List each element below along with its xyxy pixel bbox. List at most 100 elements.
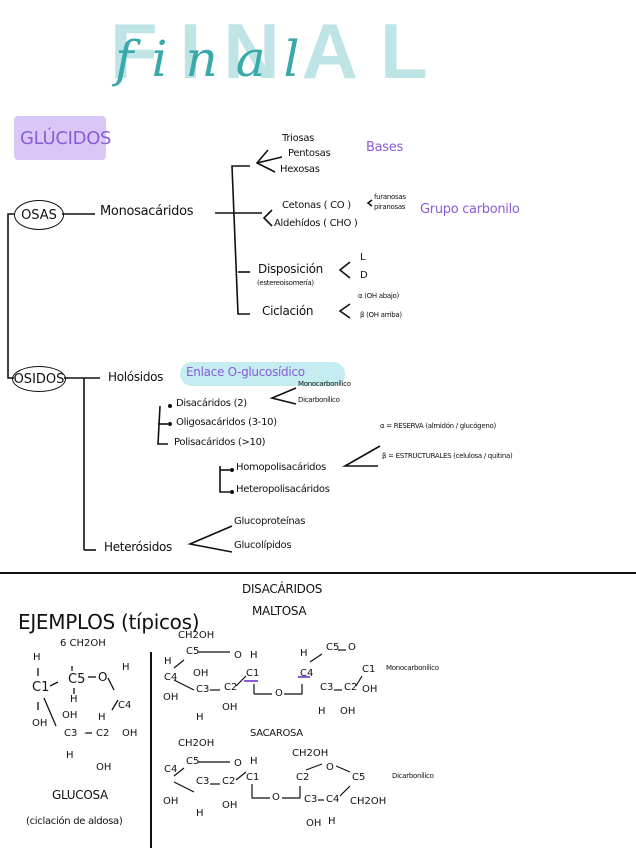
atom: OH <box>122 728 138 739</box>
atom: OH <box>32 718 48 729</box>
atom: C3 <box>196 684 210 695</box>
sacarosa-type: Dicarbonílico <box>392 772 434 780</box>
atom: OH <box>96 762 112 773</box>
alpha-reserva: α = RESERVA (almidón / glucógeno) <box>380 422 496 430</box>
atom: OH <box>193 668 209 679</box>
atom: O <box>272 792 280 803</box>
atom: O <box>348 642 356 653</box>
option-alpha: α (OH abajo) <box>358 292 399 300</box>
holosidos-label: Holósidos <box>108 370 164 384</box>
grupo-carbonilo-note: Grupo carbonilo <box>420 202 520 217</box>
title-script: final <box>115 30 318 88</box>
heteropolisacaridos-label: Heteropolisacáridos <box>236 484 330 495</box>
atom: OH <box>62 710 78 721</box>
node-osidos: ÓSIDOS <box>12 366 66 392</box>
atom: C1 <box>362 664 376 675</box>
monocarbonilico-label: Monocarbonílico <box>298 380 351 388</box>
enlace-o-glucosidico: Enlace O-glucosídico <box>186 365 305 379</box>
atom: H <box>122 662 130 673</box>
pentosas-label: Pentosas <box>288 148 331 159</box>
atom: C2 <box>296 772 310 783</box>
title-block-letters: FINAL <box>110 7 450 95</box>
bond-highlight <box>244 680 258 682</box>
hexosas-label: Hexosas <box>280 164 320 175</box>
atom: O <box>275 688 283 699</box>
atom: C5 <box>326 642 340 653</box>
atom: C2 <box>344 682 358 693</box>
atom: H <box>196 808 204 819</box>
atom: OH <box>163 796 179 807</box>
atom: C2 <box>222 776 236 787</box>
atom: O <box>326 762 334 773</box>
ejemplos-heading: EJEMPLOS (típicos) <box>18 610 200 634</box>
disacaridos-heading: DISACÁRIDOS <box>242 582 323 596</box>
atom: H <box>164 656 172 667</box>
osas-label: OSAS <box>21 207 57 223</box>
atom: OH <box>222 702 238 713</box>
homopolisacaridos-label: Homopolisacáridos <box>236 462 326 473</box>
atom: H <box>250 756 258 767</box>
atom: C3 <box>304 794 318 805</box>
option-l: L <box>360 252 366 263</box>
atom: C4 <box>164 672 178 683</box>
glucosa-caption: (ciclación de aldosa) <box>26 816 123 827</box>
atom: OH <box>362 684 378 695</box>
enlace-highlight <box>180 362 345 386</box>
atom: C3 <box>196 776 210 787</box>
glucosa-name: GLUCOSA <box>52 788 108 802</box>
polisacaridos-label: Polisacáridos (>10) <box>174 437 266 448</box>
atom: H <box>196 712 204 723</box>
bases-note: Bases <box>366 140 403 155</box>
atom: O <box>98 670 108 684</box>
atom: C4 <box>164 764 178 775</box>
root-branch-line <box>7 213 14 379</box>
atom: CH2OH <box>178 630 215 641</box>
atom: C5 <box>352 772 366 783</box>
atom: C2 <box>96 728 110 739</box>
atom: O <box>234 758 242 769</box>
atom: C5 <box>186 646 200 657</box>
beta-estructurales: β = ESTRUCTURALES (celulosa / quitina) <box>382 452 513 460</box>
atom: OH <box>163 692 179 703</box>
atom: C4 <box>118 700 132 711</box>
atom: H <box>318 706 326 717</box>
atom: OH <box>340 706 356 717</box>
aldehidos-label: Aldehídos ( CHO ) <box>274 218 358 229</box>
atom: C3 <box>64 728 78 739</box>
option-beta: β (OH arriba) <box>360 311 402 319</box>
atom: CH2OH <box>292 748 329 759</box>
atom: C4 <box>300 668 314 679</box>
option-d: D <box>360 270 368 281</box>
atom: H <box>98 712 106 723</box>
atom: C2 <box>224 682 238 693</box>
bond-highlight <box>298 676 310 678</box>
atom: H <box>66 750 74 761</box>
heterosidos-label: Heterósidos <box>104 540 173 554</box>
triosas-label: Triosas <box>282 133 315 144</box>
cetonas-label: Cetonas ( CO ) <box>282 200 351 211</box>
vertical-divider <box>150 652 152 848</box>
osidos-label: ÓSIDOS <box>13 371 65 387</box>
atom: O <box>234 650 242 661</box>
glucolipidos-label: Glucolípidos <box>234 540 292 551</box>
atom: C4 <box>326 794 340 805</box>
atom: CH2OH <box>350 796 387 807</box>
disacaridos-label: Disacáridos (2) <box>176 398 247 409</box>
monosacaridos-label: Monosacáridos <box>100 204 194 219</box>
atom: C3 <box>320 682 334 693</box>
furanosas-label: furanosas <box>374 193 406 201</box>
heading-glucidos: GLÚCIDOS <box>20 128 112 149</box>
atom: C1 <box>246 668 260 679</box>
atom: H <box>33 652 41 663</box>
estereoisomeria-label: (estereoisomería) <box>257 279 314 287</box>
atom: H <box>300 648 308 659</box>
heading-highlight <box>14 116 106 160</box>
atom: OH <box>306 818 322 829</box>
atom: C5 <box>68 672 86 687</box>
atom: C5 <box>186 756 200 767</box>
atom: H <box>70 694 78 705</box>
atom: - <box>84 728 88 739</box>
atom: H <box>250 650 258 661</box>
atom: 6 CH2OH <box>60 638 106 649</box>
